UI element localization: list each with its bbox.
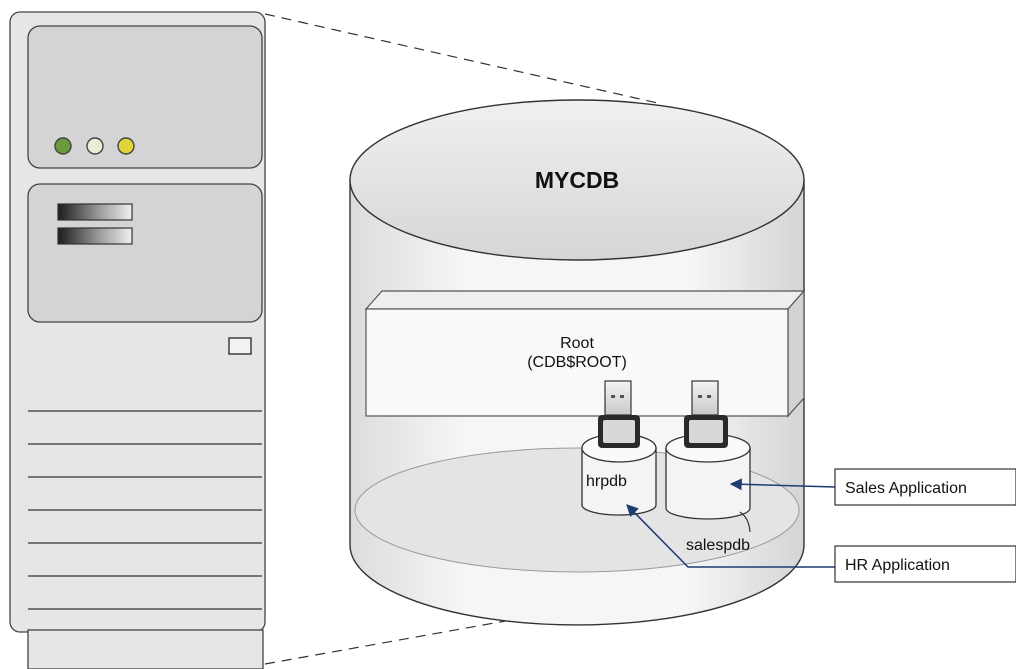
cylinder-top <box>349 99 805 261</box>
drive-slot-icon <box>57 203 133 221</box>
drive-slot-icon <box>57 227 133 245</box>
salespdb-cylinder: salespdb <box>665 380 751 554</box>
sales-app-arrow <box>729 478 836 491</box>
led-green-icon <box>54 137 72 155</box>
salespdb-leader-line <box>739 511 751 533</box>
hrpdb-label: hrpdb <box>586 473 627 490</box>
root-label: Root <box>560 335 594 352</box>
sales-app-label: Sales Application <box>845 480 967 497</box>
cdb-name: MYCDB <box>535 167 619 193</box>
power-button-icon <box>228 337 252 355</box>
vent-lines <box>28 410 262 610</box>
led-white-icon <box>86 137 104 155</box>
root-subtitle: (CDB$ROOT) <box>527 354 627 371</box>
salespdb-label: salespdb <box>686 537 750 554</box>
hr-app-label: HR Application <box>845 557 950 574</box>
led-yellow-icon <box>117 137 135 155</box>
hr-app-arrow <box>626 504 835 568</box>
hr-app-callout: HR Application <box>626 504 1016 583</box>
root-container-box: Root (CDB$ROOT) <box>364 289 806 418</box>
server-top-panel <box>27 25 263 169</box>
hr-plug-icon <box>598 380 640 448</box>
sales-plug-icon <box>684 380 728 448</box>
server-tower-icon <box>9 11 266 669</box>
sales-app-callout: Sales Application <box>729 468 1016 506</box>
hrpdb-cylinder: hrpdb <box>581 380 657 516</box>
